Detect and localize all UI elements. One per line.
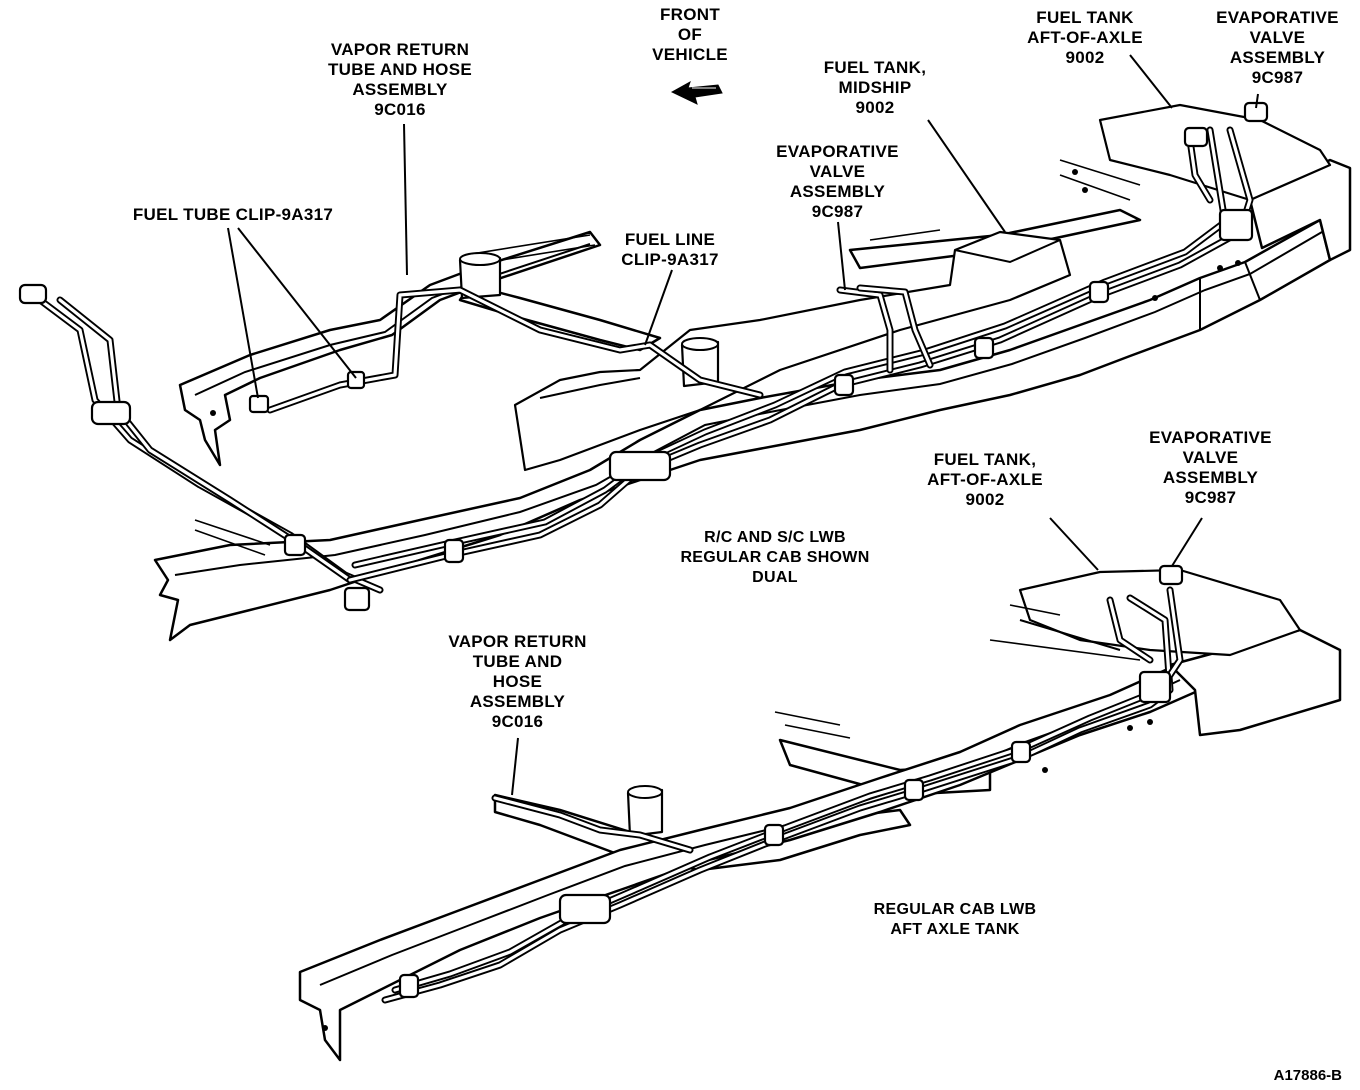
label-line: 9C987: [1184, 488, 1237, 507]
label-fuel-tank-midship: FUEL TANK, MIDSHIP 9002: [805, 58, 945, 118]
label-line: FUEL LINE: [624, 230, 716, 249]
caption-top-view: R/C AND S/C LWB REGULAR CAB SHOWN DUAL: [655, 528, 895, 588]
caption-bottom-view: REGULAR CAB LWB AFT AXLE TANK: [845, 900, 1065, 940]
label-line: AFT-OF-AXLE: [927, 470, 1043, 489]
bottom-leader-lines: [511, 517, 1203, 796]
label-vapor-return-tube-top: VAPOR RETURN TUBE AND HOSE ASSEMBLY 9C01…: [310, 40, 490, 120]
label-line: 9C016: [491, 712, 544, 731]
label-fuel-tank-aft-top: FUEL TANK AFT-OF-AXLE 9002: [1015, 8, 1155, 68]
top-midship-tank: [513, 230, 1072, 472]
label-vapor-return-tube-lower: VAPOR RETURN TUBE AND HOSE ASSEMBLY 9C01…: [435, 632, 600, 732]
label-line: VAPOR RETURN: [330, 40, 470, 59]
label-line: OF: [677, 25, 703, 44]
label-fuel-line-clip: FUEL LINE CLIP-9A317: [610, 230, 730, 270]
label-line: ASSEMBLY: [789, 182, 886, 201]
bottom-clips: [322, 564, 1184, 1031]
label-line: EVAPORATIVE: [776, 142, 899, 161]
label-line: ASSEMBLY: [1162, 468, 1259, 487]
bottom-canister: [626, 785, 664, 838]
label-evaporative-valve-top-right: EVAPORATIVE VALVE ASSEMBLY 9C987: [1205, 8, 1350, 88]
label-line: AFT-OF-AXLE: [1027, 28, 1143, 47]
caption-line: REGULAR CAB LWB: [873, 901, 1037, 918]
label-line: MIDSHIP: [838, 78, 912, 97]
label-fuel-tank-aft-lower: FUEL TANK, AFT-OF-AXLE 9002: [915, 450, 1055, 510]
caption-line: R/C AND S/C LWB: [704, 529, 846, 546]
caption-line: AFT AXLE TANK: [890, 921, 1020, 938]
label-line: VALVE: [809, 162, 866, 181]
caption-line: REGULAR CAB SHOWN: [680, 549, 870, 566]
front-direction-arrow-icon: [670, 80, 723, 105]
label-evaporative-valve-lower-right: EVAPORATIVE VALVE ASSEMBLY 9C987: [1138, 428, 1283, 508]
label-line: FUEL TANK,: [933, 450, 1037, 469]
label-line: VALVE: [1182, 448, 1239, 467]
label-line: ASSEMBLY: [352, 80, 448, 99]
label-line: FUEL TUBE CLIP-9A317: [132, 205, 334, 224]
bottom-chassis-assembly: [298, 517, 1342, 1062]
label-line: EVAPORATIVE: [1149, 428, 1272, 447]
caption-line: DUAL: [752, 569, 798, 586]
label-line: 9002: [1065, 48, 1105, 67]
label-line: 9C016: [374, 100, 426, 119]
label-line: FUEL TANK: [1036, 8, 1134, 27]
figure-id: A17886-B: [1273, 1067, 1342, 1084]
label-line: EVAPORATIVE: [1216, 8, 1339, 27]
top-canister-left: [458, 252, 502, 300]
top-rear-frame-block: [1248, 158, 1352, 262]
label-line: VAPOR RETURN: [448, 632, 587, 651]
label-line: ASSEMBLY: [1229, 48, 1326, 67]
label-line: 9002: [965, 490, 1005, 509]
label-fuel-tube-clip: FUEL TUBE CLIP-9A317: [118, 205, 348, 225]
label-line: CLIP-9A317: [621, 250, 719, 269]
top-leader-lines: [227, 54, 1259, 399]
label-line: TUBE AND HOSE: [327, 60, 472, 79]
top-clips: [18, 101, 1269, 612]
label-line: VEHICLE: [652, 45, 728, 64]
top-chassis-assembly: [18, 54, 1352, 642]
label-line: VALVE: [1249, 28, 1306, 47]
label-line: 9002: [855, 98, 895, 117]
label-line: 9C987: [1251, 68, 1304, 87]
label-front-of-vehicle: FRONT OF VEHICLE: [645, 5, 735, 65]
label-line: 9C987: [811, 202, 864, 221]
bottom-rear-frame-block: [1168, 628, 1342, 737]
label-line: FRONT: [659, 5, 721, 24]
label-evaporative-valve-mid: EVAPORATIVE VALVE ASSEMBLY 9C987: [765, 142, 910, 222]
label-line: ASSEMBLY: [469, 692, 566, 711]
label-line: TUBE AND: [472, 652, 563, 671]
label-line: HOSE: [492, 672, 543, 691]
label-line: FUEL TANK,: [823, 58, 927, 77]
